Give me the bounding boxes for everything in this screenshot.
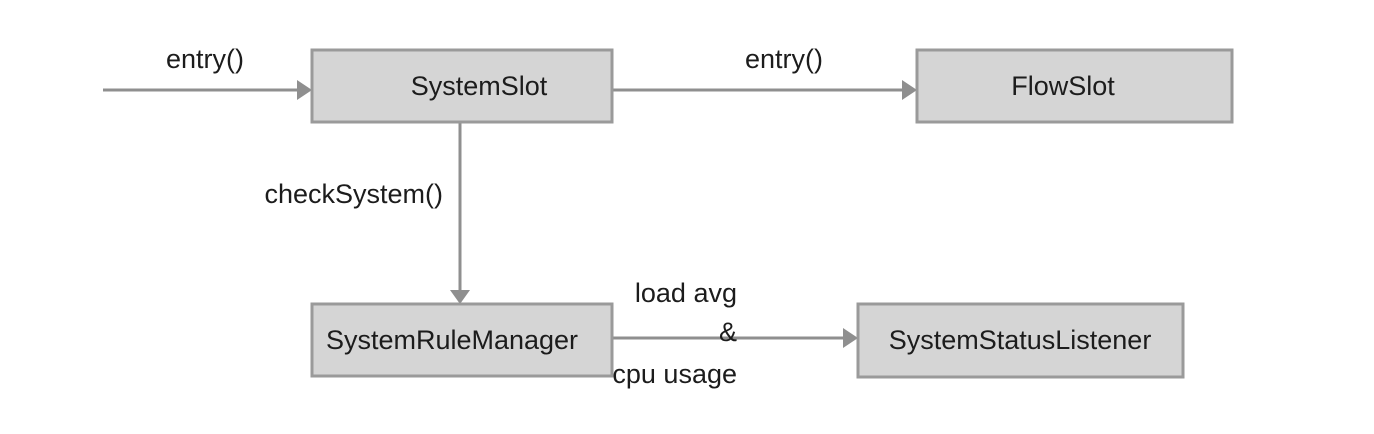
node-system-rule-manager-label: SystemRuleManager <box>326 325 578 355</box>
node-system-slot-box[interactable] <box>310 48 614 124</box>
node-flow-slot[interactable]: FlowSlot <box>915 48 1234 124</box>
edge-entry-to-system-slot: entry() <box>103 44 312 100</box>
edge-label-load-avg: load avg <box>635 278 737 308</box>
node-system-status-listener[interactable]: SystemStatusListener <box>856 302 1185 379</box>
node-system-rule-manager[interactable]: SystemRuleManager <box>310 302 614 378</box>
edge-label-cpu-usage: cpu usage <box>612 359 737 389</box>
node-system-slot[interactable]: SystemSlot <box>310 48 614 124</box>
node-system-slot-label: SystemSlot <box>411 71 548 101</box>
node-flow-slot-box[interactable] <box>915 48 1234 124</box>
node-system-rule-manager-box[interactable] <box>310 302 614 378</box>
edge-label-entry-to-system-slot: entry() <box>166 44 244 74</box>
arrowhead-icon <box>843 328 858 348</box>
edge-rule-manager-to-status-listener: load avg & cpu usage <box>612 278 858 389</box>
edge-label-system-slot-to-flow-slot: entry() <box>745 44 823 74</box>
arrowhead-icon <box>902 80 917 100</box>
node-system-status-listener-label: SystemStatusListener <box>889 325 1152 355</box>
edge-label-check-system: checkSystem() <box>264 179 443 209</box>
arrowhead-icon <box>297 80 312 100</box>
edge-label-ampersand: & <box>719 317 737 347</box>
node-system-status-listener-box[interactable] <box>856 302 1185 379</box>
edge-system-slot-to-flow-slot: entry() <box>612 44 917 100</box>
node-flow-slot-label: FlowSlot <box>1011 71 1115 101</box>
arrowhead-icon <box>450 290 470 304</box>
edge-system-slot-to-rule-manager: checkSystem() <box>264 122 470 304</box>
